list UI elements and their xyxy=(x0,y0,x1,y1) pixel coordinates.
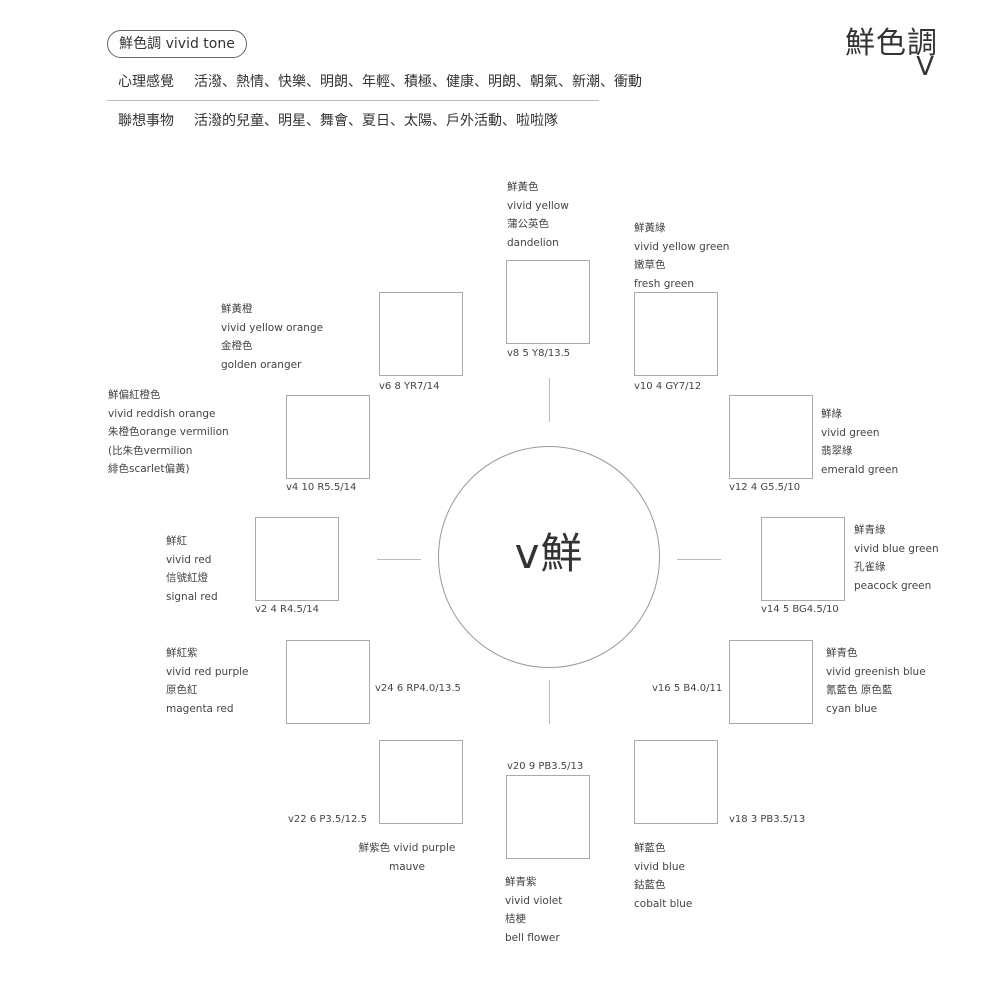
label-line: 朱橙色orange vermilion xyxy=(108,426,229,438)
label-line: vivid yellow xyxy=(507,199,569,212)
label-line: vivid violet xyxy=(505,894,563,907)
label-line: 鮮藍色 xyxy=(634,842,666,854)
swatch-v14 xyxy=(761,517,845,601)
label-line: emerald green xyxy=(821,463,899,476)
label-line: (比朱色vermilion xyxy=(108,444,193,457)
label-line: 緋色scarlet偏黃) xyxy=(108,463,190,475)
label-line: vivid blue xyxy=(634,860,685,873)
label-line: 鮮黃綠 xyxy=(634,222,666,234)
label-line: 鈷藍色 xyxy=(634,879,666,891)
assoc-text: 活潑的兒童、明星、舞會、夏日、太陽、戶外活動、啦啦隊 xyxy=(194,113,558,129)
label-line: 信號紅燈 xyxy=(166,572,208,584)
label-line: cyan blue xyxy=(826,702,878,715)
label-v2: 鮮紅 vivid red 信號紅燈 signal red xyxy=(166,532,218,606)
swatch-v22 xyxy=(379,740,463,824)
connector-left xyxy=(377,559,421,560)
label-line: 翡翠綠 xyxy=(821,445,853,457)
label-line: vivid blue green xyxy=(854,542,939,555)
label-line: vivid yellow orange xyxy=(221,321,324,334)
psych-label: 心理感覺 xyxy=(118,74,174,90)
label-v22: 鮮紫色 vivid purple mauve xyxy=(357,839,457,876)
label-line: 鮮青色 xyxy=(826,647,858,659)
code-v8: v8 5 Y8/13.5 xyxy=(507,348,571,359)
label-line: magenta red xyxy=(166,702,234,715)
label-line: 桔梗 xyxy=(505,913,526,925)
code-v20: v20 9 PB3.5/13 xyxy=(507,761,584,772)
code-v10: v10 4 GY7/12 xyxy=(634,381,702,392)
label-line: peacock green xyxy=(854,579,932,592)
label-v20: 鮮青紫 vivid violet 桔梗 bell flower xyxy=(505,873,562,947)
code-v4: v4 10 R5.5/14 xyxy=(286,482,357,493)
label-line: cobalt blue xyxy=(634,897,693,910)
swatch-v4 xyxy=(286,395,370,479)
assoc-label: 聯想事物 xyxy=(118,113,174,129)
tone-pill: 鮮色調 vivid tone xyxy=(107,30,247,58)
label-v4: 鮮偏紅橙色 vivid reddish orange 朱橙色orange vermi… xyxy=(108,386,229,479)
label-line: mauve xyxy=(389,860,425,873)
label-v24: 鮮紅紫 vivid red purple 原色紅 magenta red xyxy=(166,644,249,718)
label-line: 金橙色 xyxy=(221,340,253,352)
swatch-v6 xyxy=(379,292,463,376)
code-v6: v6 8 YR7/14 xyxy=(379,381,440,392)
tone-title: 鮮色調 xyxy=(845,26,938,61)
swatch-v24 xyxy=(286,640,370,724)
label-line: signal red xyxy=(166,590,218,603)
label-line: vivid greenish blue xyxy=(826,665,926,678)
label-line: 鮮黃色 xyxy=(507,181,539,193)
center-label: v鮮 xyxy=(514,529,584,578)
swatch-v10 xyxy=(634,292,718,376)
code-v18: v18 3 PB3.5/13 xyxy=(729,814,806,825)
code-v12: v12 4 G5.5/10 xyxy=(729,482,801,493)
label-v16: 鮮青色 vivid greenish blue 氰藍色 原色藍 cyan blue xyxy=(826,644,926,718)
psych-text: 活潑、熱情、快樂、明朗、年輕、積極、健康、明朗、朝氣、新潮、衝動 xyxy=(194,74,642,90)
swatch-v12 xyxy=(729,395,813,479)
divider xyxy=(107,100,599,101)
label-line: 鮮紅 xyxy=(166,535,187,547)
label-line: fresh green xyxy=(634,277,695,290)
label-line: 原色紅 xyxy=(166,684,198,696)
label-line: vivid reddish orange xyxy=(108,407,216,420)
swatch-v8 xyxy=(506,260,590,344)
psych-row: 心理感覺 活潑、熱情、快樂、明朗、年輕、積極、健康、明朗、朝氣、新潮、衝動 xyxy=(118,71,642,91)
tone-letter: V xyxy=(916,52,934,82)
swatch-v18 xyxy=(634,740,718,824)
label-v12: 鮮綠 vivid green 翡翠綠 emerald green xyxy=(821,405,898,479)
swatch-v20 xyxy=(506,775,590,859)
label-v14: 鮮青綠 vivid blue green 孔雀綠 peacock green xyxy=(854,521,939,595)
label-line: vivid red purple xyxy=(166,665,249,678)
code-v16: v16 5 B4.0/11 xyxy=(652,683,723,694)
assoc-row: 聯想事物 活潑的兒童、明星、舞會、夏日、太陽、戶外活動、啦啦隊 xyxy=(118,110,558,130)
label-line: 蒲公英色 xyxy=(507,218,549,230)
center-circle xyxy=(438,446,660,668)
label-v8: 鮮黃色 vivid yellow 蒲公英色 dandelion xyxy=(507,178,569,252)
label-line: 鮮偏紅橙色 xyxy=(108,389,161,401)
code-v2: v2 4 R4.5/14 xyxy=(255,604,319,615)
label-line: 氰藍色 原色藍 xyxy=(826,684,893,696)
code-v14: v14 5 BG4.5/10 xyxy=(761,604,839,615)
code-v22: v22 6 P3.5/12.5 xyxy=(288,814,367,825)
label-line: 鮮綠 xyxy=(821,408,842,420)
connector-right xyxy=(677,559,721,560)
connector-top xyxy=(549,378,550,422)
label-line: 嫩草色 xyxy=(634,259,666,271)
swatch-v16 xyxy=(729,640,813,724)
label-v6: 鮮黃橙 vivid yellow orange 金橙色 golden oranger xyxy=(221,300,323,374)
label-line: vivid red xyxy=(166,553,212,566)
label-line: 孔雀綠 xyxy=(854,561,886,573)
label-line: vivid green xyxy=(821,426,880,439)
label-line: dandelion xyxy=(507,236,559,249)
label-line: 鮮青綠 xyxy=(854,524,886,536)
label-line: bell flower xyxy=(505,931,560,944)
label-line: 鮮黃橙 xyxy=(221,303,253,315)
label-line: 鮮紫色 vivid purple xyxy=(358,842,456,854)
swatch-v2 xyxy=(255,517,339,601)
code-v24: v24 6 RP4.0/13.5 xyxy=(375,683,461,694)
connector-bottom xyxy=(549,680,550,724)
label-line: vivid yellow green xyxy=(634,240,730,253)
label-line: 鮮青紫 xyxy=(505,876,537,888)
label-line: 鮮紅紫 xyxy=(166,647,198,659)
label-v18: 鮮藍色 vivid blue 鈷藍色 cobalt blue xyxy=(634,839,692,913)
label-v10: 鮮黃綠 vivid yellow green 嫩草色 fresh green xyxy=(634,219,729,293)
label-line: golden oranger xyxy=(221,358,302,371)
